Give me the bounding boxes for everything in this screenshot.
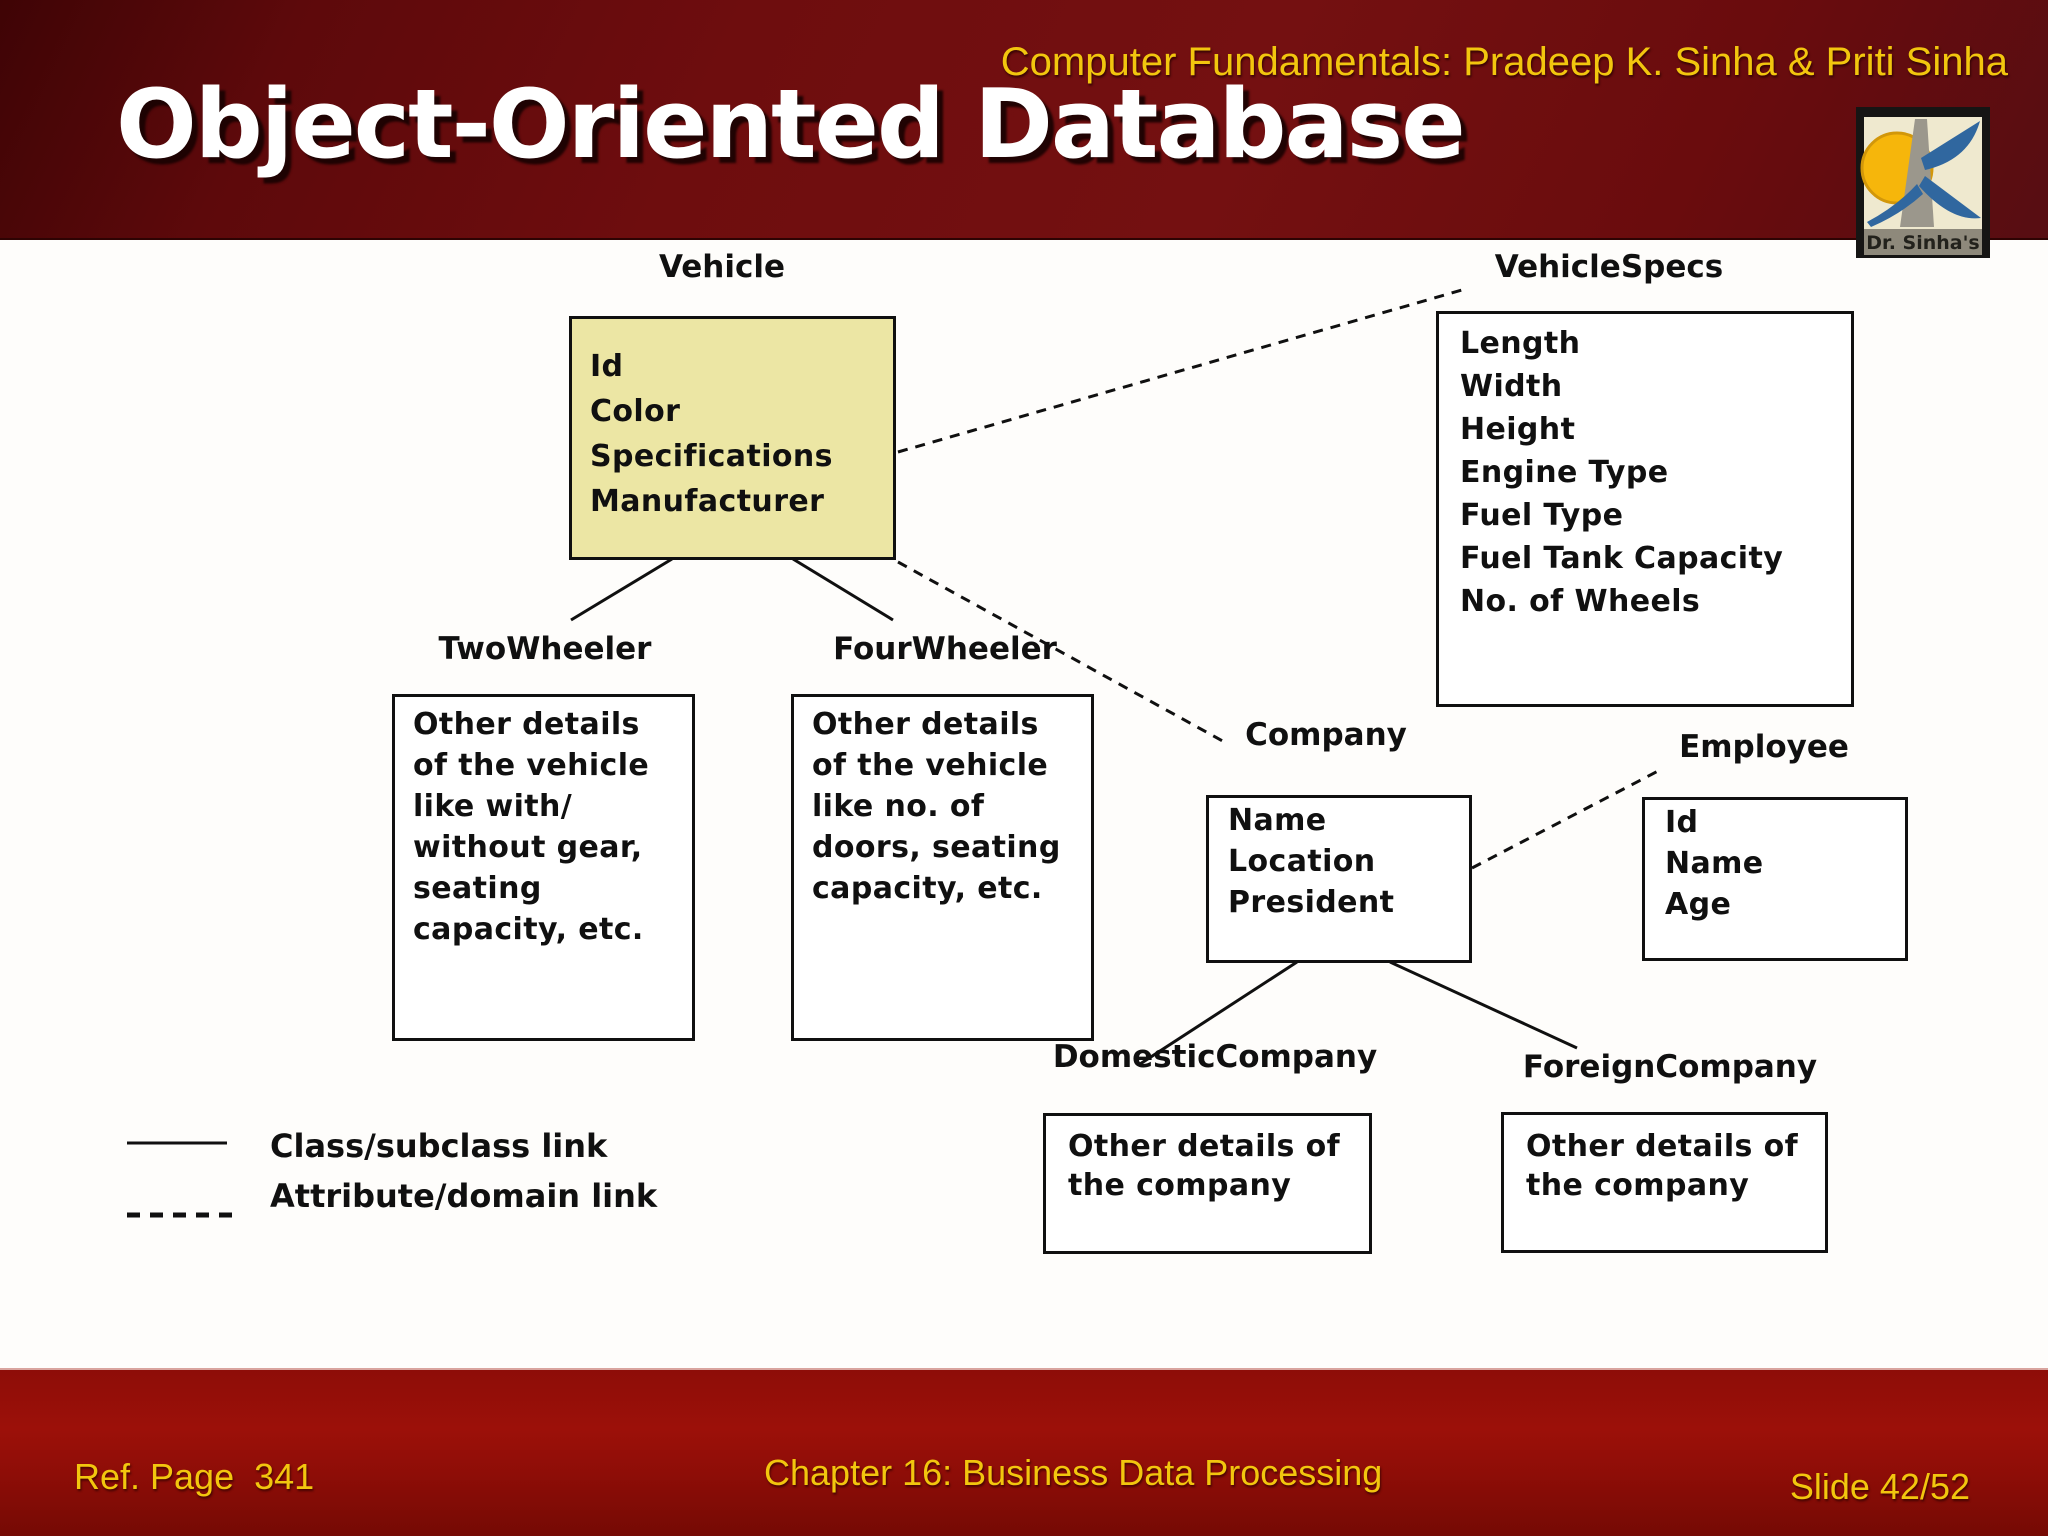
domesticcompany-attributes: Other details of the company — [1068, 1129, 1341, 1203]
class-box-vehicle: Id Color Specifications Manufacturer — [569, 316, 896, 560]
logo-caption: Dr. Sinha's — [1866, 232, 1979, 254]
class-box-vehiclespecs: Length Width Height Engine Type Fuel Typ… — [1436, 311, 1854, 707]
class-label-fourwheeler: FourWheeler — [833, 631, 1057, 667]
class-box-domesticcompany: Other details of the company — [1043, 1113, 1372, 1254]
class-label-vehicle: Vehicle — [658, 249, 786, 285]
footer-slide-number: Slide 42/52 — [1789, 1466, 1970, 1507]
footer-ref-page: Ref. Page 341 — [74, 1456, 315, 1497]
link-company-foreigncompany — [1389, 960, 1578, 1050]
class-label-domesticcompany: DomesticCompany — [1052, 1039, 1378, 1075]
class-box-twowheeler: Other details of the vehicle like with/ … — [392, 694, 695, 1041]
employee-attributes: Id Name Age — [1665, 805, 1764, 922]
footer-chapter: Chapter 16: Business Data Processing — [764, 1452, 1383, 1493]
class-label-vehiclespecs: VehicleSpecs — [1494, 249, 1724, 285]
twowheeler-attributes: Other details of the vehicle like with/ … — [413, 707, 650, 947]
footer-band: Ref. Page 341 Chapter 16: Business Data … — [0, 1368, 2048, 1536]
class-label-twowheeler: TwoWheeler — [438, 631, 652, 667]
class-label-company: Company — [1245, 717, 1407, 753]
link-company-employee — [1471, 768, 1661, 870]
course-credit-text: Computer Fundamentals: Pradeep K. Sinha … — [1000, 40, 2008, 84]
class-label-employee: Employee — [1679, 729, 1849, 765]
class-label-foreigncompany: ForeignCompany — [1522, 1049, 1818, 1085]
publisher-logo: Dr. Sinha's — [1856, 107, 1990, 258]
logo-leaf-left-icon — [1867, 184, 1923, 227]
logo-caption-bar — [1864, 229, 1982, 255]
legend-dashed-label: Attribute/domain link — [270, 1177, 658, 1215]
vehicle-attributes: Id Color Specifications Manufacturer — [590, 349, 833, 519]
company-attributes: Name Location President — [1228, 803, 1395, 920]
foreigncompany-attributes: Other details of the company — [1526, 1129, 1799, 1203]
class-box-employee: Id Name Age — [1642, 797, 1908, 961]
link-vehicle-fourwheeler — [792, 557, 894, 622]
link-vehicle-vehiclespecs — [897, 288, 1463, 454]
vehiclespecs-attributes: Length Width Height Engine Type Fuel Typ… — [1460, 326, 1784, 619]
link-vehicle-twowheeler — [570, 557, 673, 622]
class-box-company: Name Location President — [1206, 795, 1472, 963]
page-title: Object-Oriented Database — [116, 70, 1466, 180]
class-box-foreigncompany: Other details of the company — [1501, 1112, 1828, 1253]
class-box-fourwheeler: Other details of the vehicle like no. of… — [791, 694, 1094, 1041]
header-band: Computer Fundamentals: Pradeep K. Sinha … — [0, 0, 2048, 240]
fourwheeler-attributes: Other details of the vehicle like no. of… — [812, 707, 1061, 906]
logo-leaf-bottom-icon — [1919, 176, 1981, 219]
logo-leaf-top-icon — [1921, 121, 1980, 170]
legend-solid-label: Class/subclass link — [270, 1127, 608, 1165]
